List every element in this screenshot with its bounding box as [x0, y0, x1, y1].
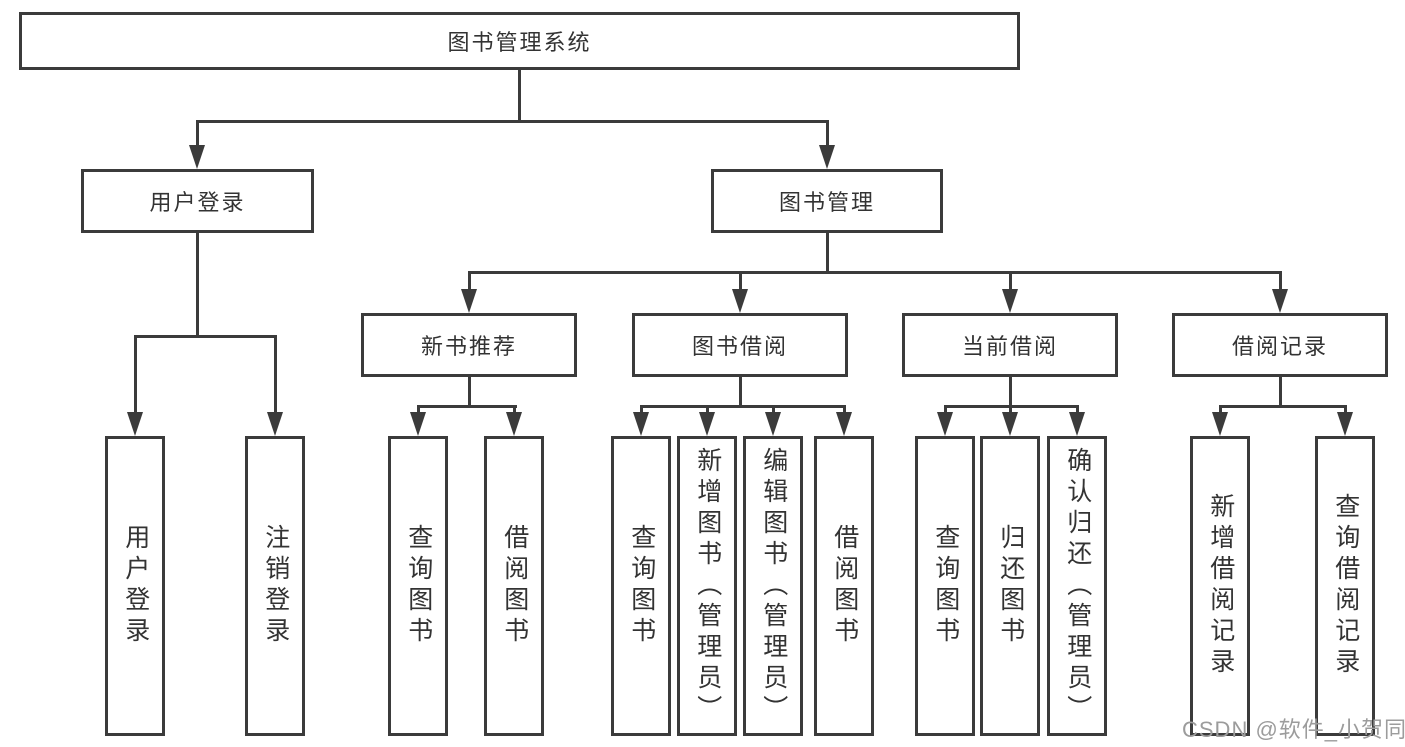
- connector-line: [196, 233, 199, 335]
- connector-line: [274, 335, 277, 418]
- arrow-down-icon: [819, 145, 835, 169]
- connector-line: [826, 233, 829, 271]
- arrow-down-icon: [506, 412, 522, 436]
- connector-line: [196, 120, 828, 123]
- connector-line: [1219, 405, 1347, 408]
- node-root-label: 图书管理系统: [447, 30, 592, 55]
- connector-line: [1279, 271, 1282, 293]
- arrow-down-icon: [189, 145, 205, 169]
- connector-line: [196, 120, 199, 150]
- node-add-borrow-record-label: 新增借阅记录: [1206, 493, 1235, 679]
- arrow-down-icon: [1069, 412, 1085, 436]
- node-book-borrow: 图书借阅: [632, 313, 848, 377]
- node-add-book-admin: 新增图书（管理员）: [677, 436, 737, 736]
- connector-line: [826, 120, 829, 150]
- connector-line: [772, 405, 775, 416]
- connector-line: [640, 405, 846, 408]
- node-login-leaf: 用户登录: [105, 436, 165, 736]
- connector-line: [1279, 377, 1282, 405]
- arrow-down-icon: [1212, 412, 1228, 436]
- node-query-books-current-label: 查询图书: [931, 524, 960, 648]
- connector-line: [640, 405, 643, 416]
- node-add-borrow-record: 新增借阅记录: [1190, 436, 1250, 736]
- node-query-books-borrow: 查询图书: [611, 436, 671, 736]
- arrow-down-icon: [1002, 412, 1018, 436]
- arrow-down-icon: [836, 412, 852, 436]
- watermark: CSDN @软件_小贺同学: [1182, 717, 1405, 742]
- node-return-book-label: 归还图书: [996, 524, 1025, 648]
- connector-line: [1009, 271, 1012, 293]
- node-confirm-return-admin-label: 确认归还（管理员）: [1063, 446, 1092, 726]
- node-user-login: 用户登录: [81, 169, 314, 233]
- connector-line: [468, 271, 1282, 274]
- node-query-books-recommend: 查询图书: [388, 436, 448, 736]
- node-book-borrow-label: 图书借阅: [691, 334, 788, 359]
- arrow-down-icon: [267, 412, 283, 436]
- node-borrow-books-recommend-label: 借阅图书: [500, 524, 529, 648]
- node-borrow-books-leaf-label: 借阅图书: [830, 524, 859, 648]
- arrow-down-icon: [1337, 412, 1353, 436]
- node-book-management-label: 图书管理: [778, 190, 875, 215]
- connector-line: [944, 405, 947, 416]
- connector-line: [417, 405, 420, 416]
- node-borrow-records-label: 借阅记录: [1231, 334, 1328, 359]
- node-borrow-books-recommend: 借阅图书: [484, 436, 544, 736]
- node-add-book-admin-label: 新增图书（管理员）: [693, 446, 722, 726]
- connector-line: [518, 70, 521, 120]
- connector-line: [468, 377, 471, 405]
- connector-line: [134, 335, 137, 418]
- node-login-leaf-label: 用户登录: [121, 524, 150, 648]
- connector-line: [739, 377, 742, 405]
- arrow-down-icon: [732, 289, 748, 313]
- arrow-down-icon: [410, 412, 426, 436]
- connector-line: [1219, 405, 1222, 416]
- arrow-down-icon: [127, 412, 143, 436]
- node-edit-book-admin: 编辑图书（管理员）: [743, 436, 803, 736]
- node-query-books-current: 查询图书: [915, 436, 975, 736]
- node-logout-leaf: 注销登录: [245, 436, 305, 736]
- arrow-down-icon: [1272, 289, 1288, 313]
- arrow-down-icon: [765, 412, 781, 436]
- node-query-borrow-record: 查询借阅记录: [1315, 436, 1375, 736]
- node-query-borrow-record-label: 查询借阅记录: [1331, 493, 1360, 679]
- node-current-borrow: 当前借阅: [902, 313, 1118, 377]
- node-query-books-recommend-label: 查询图书: [404, 524, 433, 648]
- node-user-login-label: 用户登录: [149, 190, 246, 215]
- connector-line: [706, 405, 709, 416]
- connector-line: [513, 405, 516, 416]
- node-query-books-borrow-label: 查询图书: [627, 524, 656, 648]
- node-borrow-records: 借阅记录: [1172, 313, 1388, 377]
- connector-line: [843, 405, 846, 416]
- connector-line: [134, 335, 277, 338]
- connector-line: [417, 405, 517, 408]
- connector-line: [1009, 405, 1012, 416]
- arrow-down-icon: [937, 412, 953, 436]
- node-new-book-recommend: 新书推荐: [361, 313, 577, 377]
- arrow-down-icon: [699, 412, 715, 436]
- node-logout-leaf-label: 注销登录: [261, 524, 290, 648]
- node-borrow-books-leaf: 借阅图书: [814, 436, 874, 736]
- connector-line: [1076, 405, 1079, 416]
- node-confirm-return-admin: 确认归还（管理员）: [1047, 436, 1107, 736]
- arrow-down-icon: [633, 412, 649, 436]
- node-edit-book-admin-label: 编辑图书（管理员）: [759, 446, 788, 726]
- connector-line: [468, 271, 471, 293]
- node-root: 图书管理系统: [19, 12, 1020, 70]
- node-return-book: 归还图书: [980, 436, 1040, 736]
- node-book-management: 图书管理: [711, 169, 943, 233]
- connector-line: [1344, 405, 1347, 416]
- arrow-down-icon: [1002, 289, 1018, 313]
- arrow-down-icon: [461, 289, 477, 313]
- connector-line: [1009, 377, 1012, 405]
- node-new-book-recommend-label: 新书推荐: [420, 334, 517, 359]
- connector-line: [739, 271, 742, 293]
- node-current-borrow-label: 当前借阅: [961, 334, 1058, 359]
